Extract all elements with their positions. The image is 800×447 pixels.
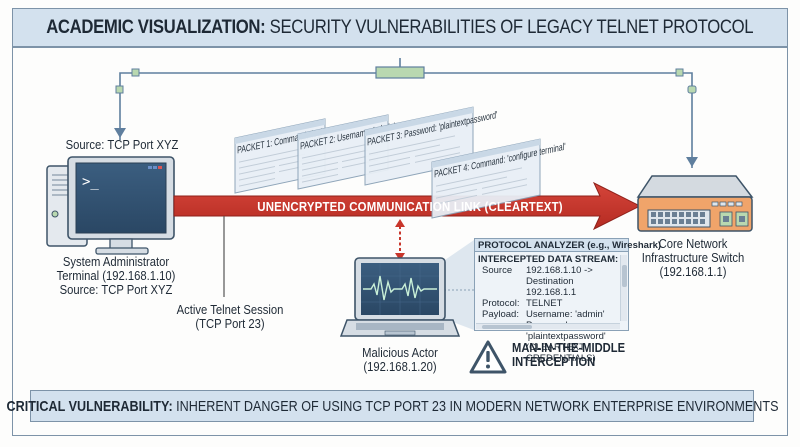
desktop-computer-icon: >_	[46, 156, 175, 255]
network-switch-icon	[636, 175, 754, 232]
warning-triangle-icon	[469, 340, 507, 374]
analyzer-title: PROTOCOL ANALYZER (e.g., Wireshark)	[475, 239, 661, 252]
connector-node	[115, 85, 124, 94]
horizontal-scrollbar[interactable]	[476, 323, 620, 329]
title-prefix: ACADEMIC VISUALIZATION:	[46, 16, 267, 38]
arrow-down-icon	[114, 128, 126, 138]
source-node-label: System Administrator Terminal (192.168.1…	[44, 255, 188, 297]
attacker-label: Malicious Actor (192.168.1.20)	[342, 346, 459, 374]
row-key: Protocol:	[482, 298, 520, 309]
vertical-scrollbar[interactable]	[620, 255, 627, 321]
source-address: Terminal (192.168.1.10)	[56, 269, 176, 283]
destination-address: (192.168.1.1)	[659, 265, 727, 279]
page-title: ACADEMIC VISUALIZATION: SECURITY VULNERA…	[12, 8, 788, 48]
source-name: System Administrator	[62, 255, 170, 269]
banner-text: INHERENT DANGER OF USING TCP PORT 23 IN …	[172, 397, 778, 415]
session-label: Active Telnet Session (TCP Port 23)	[167, 303, 293, 331]
management-connector	[114, 58, 698, 168]
unencrypted-link-arrow	[173, 181, 642, 231]
analyzer-row: Protocol: TELNET	[475, 298, 628, 309]
session-name: Active Telnet Session	[176, 303, 284, 317]
protocol-analyzer-window: PROTOCOL ANALYZER (e.g., Wireshark) INTE…	[474, 238, 661, 364]
management-module	[375, 66, 425, 79]
banner-prefix: CRITICAL VULNERABILITY:	[6, 397, 173, 415]
link-label: UNENCRYPTED COMMUNICATION LINK (CLEARTEX…	[257, 199, 563, 214]
analyzer-beam	[442, 240, 474, 330]
warning-line1: MAN-IN-THE-MIDDLE	[512, 340, 626, 355]
connector-node	[131, 68, 140, 77]
analyzer-subtitle: INTERCEPTED DATA STREAM:	[478, 254, 619, 265]
connector-node	[687, 85, 697, 94]
source-port-label: Source: TCP Port XYZ	[65, 138, 179, 152]
destination-type: Infrastructure Switch	[641, 251, 745, 265]
row-value: TELNET	[526, 298, 563, 309]
terminal-prompt: >_	[82, 174, 99, 190]
mitm-warning-label: MAN-IN-THE-MIDDLE INTERCEPTION	[512, 341, 625, 369]
session-port: (TCP Port 23)	[195, 317, 265, 331]
laptop-waveform-icon	[339, 257, 461, 337]
attacker-address: (192.168.1.20)	[363, 360, 437, 374]
row-key: Payload:	[482, 309, 519, 320]
arrow-down-icon	[686, 157, 698, 167]
title-text: SECURITY VULNERABILITIES OF LEGACY TELNE…	[265, 16, 754, 38]
row-key: Source	[482, 265, 513, 276]
analyzer-row: Source 192.168.1.10 -> Destination 192.1…	[475, 265, 628, 298]
destination-name: Core Network	[658, 237, 728, 251]
destination-node-label: Core Network Infrastructure Switch (192.…	[632, 237, 754, 279]
interception-arrow	[395, 219, 405, 261]
warning-line2: INTERCEPTION	[512, 354, 596, 369]
attacker-name: Malicious Actor	[362, 346, 438, 360]
row-value: 192.168.1.10 -> Destination 192.168.1.1	[526, 265, 593, 298]
source-port: Source: TCP Port XYZ	[59, 283, 173, 297]
vulnerability-banner: CRITICAL VULNERABILITY: INHERENT DANGER …	[6, 390, 778, 422]
connector-node	[675, 68, 684, 77]
